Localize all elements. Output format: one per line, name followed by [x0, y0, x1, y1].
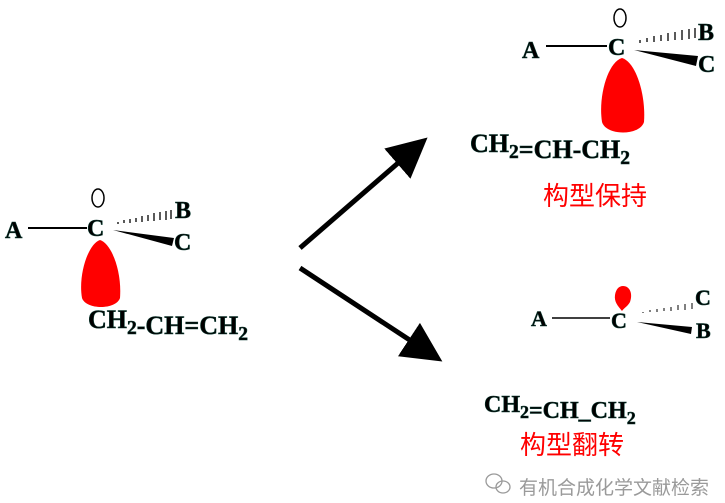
wedge-bond — [634, 50, 698, 66]
hashed-substituent-label: B — [175, 198, 191, 224]
arrow-to-inversion — [298, 265, 443, 362]
wedge-bond — [637, 322, 692, 334]
reactant-structure: A C B C CH2-CH=CH2 — [5, 188, 248, 345]
filled-orbital-lobe — [81, 240, 121, 307]
formula-segment: =CH-CH — [519, 135, 620, 164]
retention-caption: 构型保持 — [543, 182, 647, 212]
hashed-bond — [117, 210, 172, 224]
retention-structure: A C B C CH2=CH-CH2 构型保持 — [470, 8, 716, 212]
center-carbon-label: C — [611, 308, 627, 333]
center-carbon-label: C — [608, 35, 625, 61]
hashed-substituent-label: C — [695, 285, 711, 310]
formula-subscript: 2 — [520, 402, 529, 422]
hashed-bond — [642, 303, 693, 313]
formula-subscript: 2 — [627, 408, 636, 428]
formula-segment: CH — [470, 129, 509, 158]
wedged-substituent-label: C — [174, 230, 191, 256]
formula-segment: CH — [88, 305, 127, 334]
wedge-bond — [113, 230, 174, 246]
arrow-to-retention — [298, 137, 428, 250]
atom-a-label: A — [522, 38, 540, 64]
wechat-icon — [485, 473, 511, 494]
filled-orbital-lobe — [601, 58, 645, 133]
inversion-caption: 构型翻转 — [520, 431, 624, 461]
watermark: 有机合成化学文献检索 — [485, 473, 709, 499]
empty-orbital-lobe — [613, 8, 627, 28]
watermark-text: 有机合成化学文献检索 — [519, 477, 709, 499]
empty-orbital-lobe — [91, 188, 105, 208]
formula-subscript: 2 — [127, 318, 137, 339]
center-carbon-label: C — [87, 216, 104, 242]
formula-segment: -CH=CH — [137, 311, 238, 340]
hashed-bond — [639, 28, 696, 43]
formula-segment: =CH_CH — [529, 398, 627, 424]
hashed-substituent-label: B — [698, 20, 714, 46]
inversion-structure: A C C B CH2=CH_CH2 构型翻转 — [484, 285, 712, 461]
formula-subscript: 2 — [620, 148, 630, 169]
atom-a-label: A — [5, 218, 23, 244]
wedged-substituent-label: C — [698, 52, 715, 78]
filled-orbital-lobe — [614, 286, 632, 311]
formula-subscript: 2 — [238, 324, 248, 345]
wedged-substituent-label: B — [696, 318, 711, 343]
atom-a-label: A — [531, 306, 547, 331]
allyl-chain-formula: CH2=CH_CH2 — [484, 392, 636, 428]
allyl-chain-formula: CH2=CH-CH2 — [470, 129, 630, 169]
allyl-chain-formula: CH2-CH=CH2 — [88, 305, 248, 345]
formula-subscript: 2 — [509, 142, 519, 163]
formula-segment: CH — [484, 392, 520, 418]
